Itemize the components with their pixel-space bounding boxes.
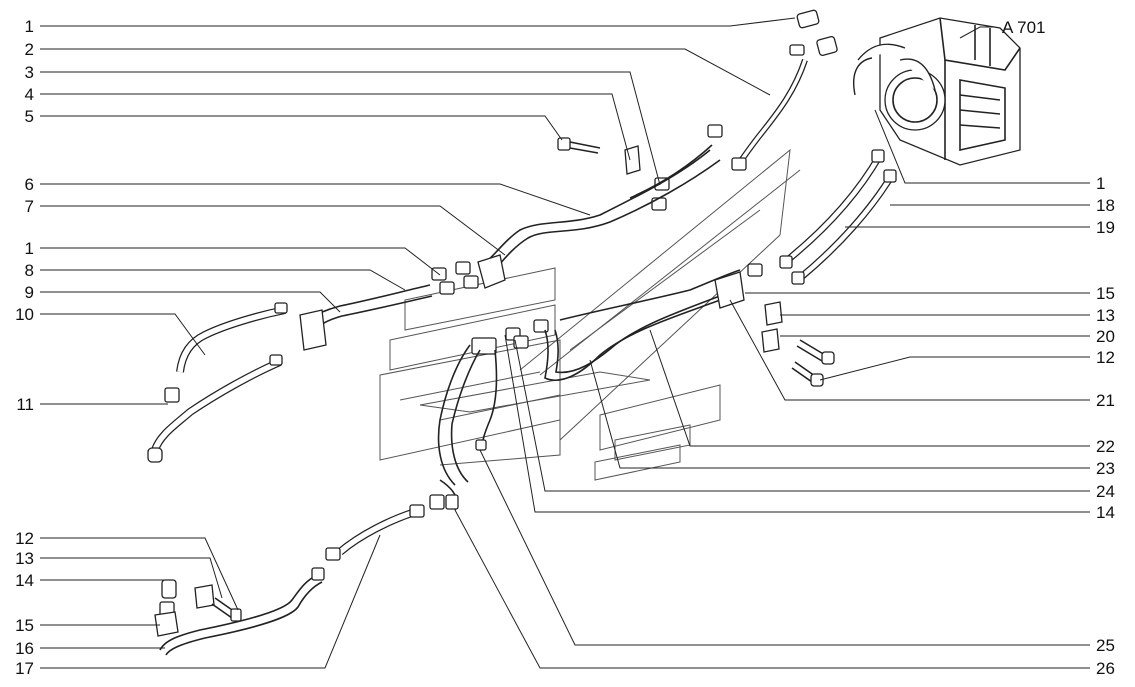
assembly-title: A 701 [1002, 18, 1046, 37]
clip-4 [624, 145, 641, 175]
bolts-12-upper [791, 339, 835, 387]
callout-label: 23 [1096, 459, 1115, 478]
callout-label: 14 [15, 571, 34, 590]
callout-label: 10 [15, 305, 34, 324]
pipes-15-21-22 [544, 263, 763, 382]
callout-label: 15 [15, 616, 34, 635]
callout-label: 17 [15, 659, 34, 678]
tractor-frame-outline [379, 148, 801, 481]
callout-label: 14 [1096, 503, 1115, 522]
callout-label: 8 [25, 261, 34, 280]
labels-left: 1 2 3 4 5 6 7 1 8 9 10 11 12 13 14 15 16… [15, 17, 34, 678]
pipes-6-7 [479, 144, 721, 276]
callout-label: 6 [25, 175, 34, 194]
callout-label: 22 [1096, 437, 1115, 456]
callout-label: 12 [1096, 348, 1115, 367]
callout-label: 11 [16, 395, 34, 414]
callout-label: 13 [1096, 306, 1115, 325]
callout-label: 18 [1096, 196, 1115, 215]
callout-label: 13 [15, 549, 34, 568]
callout-label: 24 [1096, 482, 1115, 501]
callout-label: 2 [25, 40, 34, 59]
labels-right: A 701 1 18 19 15 13 20 12 21 22 23 24 14… [1002, 18, 1115, 678]
fittings-group-1 [431, 254, 506, 295]
callout-label: 26 [1096, 659, 1115, 678]
callout-label: 25 [1096, 636, 1115, 655]
callout-label: 12 [15, 529, 34, 548]
callout-label: 7 [25, 197, 34, 216]
callout-label: 16 [15, 639, 34, 658]
distribution-block [437, 319, 549, 486]
callout-label: 5 [25, 107, 34, 126]
fittings-12-16 [154, 579, 242, 637]
callout-label: 15 [1096, 284, 1115, 303]
callout-label: 3 [25, 63, 34, 82]
plates-13-20 [761, 301, 783, 353]
callout-label: 1 [25, 239, 34, 258]
leader-lines-left [40, 17, 796, 669]
callout-label: 4 [25, 85, 34, 104]
bolt-5 [557, 137, 601, 154]
callout-label: 19 [1096, 218, 1115, 237]
hose-8-9 [299, 284, 433, 351]
hose-assembly-2 [707, 9, 838, 171]
hose-18-19 [779, 149, 897, 285]
callout-label: 1 [25, 17, 34, 36]
leader-lines-right [454, 26, 1090, 669]
callout-label: 1 [1096, 174, 1105, 193]
hose-10-11 [147, 302, 288, 463]
callout-label: 21 [1096, 391, 1115, 410]
callout-label: 9 [25, 283, 34, 302]
pipes-16-17 [159, 479, 459, 656]
heater-unit-a701 [853, 17, 1021, 166]
callout-label: 20 [1096, 327, 1115, 346]
